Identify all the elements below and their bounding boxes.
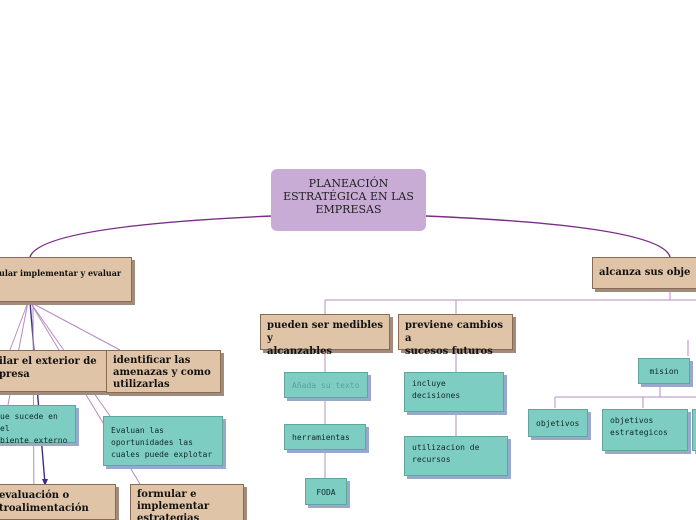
topic-formular-estrategias[interactable]: formular e implementar estrategias [130, 484, 244, 520]
connector-left-amenazas [29, 301, 121, 351]
central-topic[interactable]: PLANEACIÓN ESTRATÉGICA EN LAS EMPRESAS [271, 169, 426, 231]
topic-label: previene cambios a sucesos futuros [405, 320, 503, 357]
topic-label: formular e implementar estrategias [137, 489, 210, 520]
connector-central-right [425, 215, 671, 258]
subtopic-label: FODA [316, 488, 336, 497]
topic-alcanza-objetivos[interactable]: alcanza sus obje [592, 257, 696, 289]
topic-evaluacion-retroalimentacion[interactable]: evaluación o troalimentación [0, 484, 116, 520]
topic-label: identificar las amenazas y como utilizar… [113, 355, 211, 390]
subtopic-label: herramientas [292, 433, 350, 442]
topic-formular-implementar-evaluar[interactable]: ular implementar y evaluar [0, 257, 132, 302]
subtopic-utilizacion-recursos[interactable]: utilizacion de recursos [404, 436, 508, 476]
subtopic-evaluan-oportunidades[interactable]: Evaluan las oportunidades las cuales pue… [103, 416, 223, 466]
topic-label: evaluación o troalimentación [0, 490, 89, 514]
subtopic-label: Añada su texto [292, 381, 360, 390]
subtopic-label: mision [649, 367, 679, 376]
subtopic-label: ue sucede en el biente externo [0, 412, 68, 445]
subtopic-label: utilizacion de recursos [412, 443, 480, 464]
topic-label: ular implementar y evaluar [0, 268, 122, 278]
topic-label: ilar el exterior de presa [0, 356, 97, 380]
subtopic-ambiente-externo[interactable]: ue sucede en el biente externo [0, 405, 76, 445]
subtopic-label: objetivos [536, 419, 580, 428]
subtopic-objetivos[interactable]: objetivos [528, 409, 588, 437]
topic-medibles-alcanzables[interactable]: pueden ser medibles y alcanzables [260, 314, 390, 357]
subtopic-incluye-decisiones[interactable]: incluye decisiones [404, 372, 504, 412]
subtopic-herramientas[interactable]: herramientas [284, 424, 366, 450]
subtopic-add-text-placeholder[interactable]: Añada su texto [284, 372, 368, 398]
topic-identificar-amenazas[interactable]: identificar las amenazas y como utilizar… [106, 350, 221, 393]
subtopic-label: incluye decisiones [412, 379, 461, 400]
subtopic-mision[interactable]: mision [638, 358, 690, 384]
topic-label: alcanza sus obje [599, 267, 691, 278]
subtopic-foda[interactable]: FODA [305, 478, 347, 505]
topic-label: pueden ser medibles y alcanzables [267, 320, 383, 357]
central-topic-label: PLANEACIÓN ESTRATÉGICA EN LAS EMPRESAS [283, 177, 414, 216]
subtopic-label: objetivos estrategicos [610, 416, 668, 437]
topic-analizar-exterior[interactable]: ilar el exterior de presa [0, 350, 112, 392]
arrowhead-evaluacion [42, 479, 48, 486]
subtopic-objetivos-estrategicos[interactable]: objetivos estrategicos [602, 409, 688, 451]
subtopic-partial-right[interactable] [692, 409, 696, 451]
connector-left-exterior [9, 301, 29, 351]
connector-left-evaluacion [29, 301, 46, 485]
topic-previene-cambios[interactable]: previene cambios a sucesos futuros [398, 314, 513, 357]
subtopic-label: Evaluan las oportunidades las cuales pue… [111, 426, 213, 459]
connector-central-left [29, 215, 273, 258]
